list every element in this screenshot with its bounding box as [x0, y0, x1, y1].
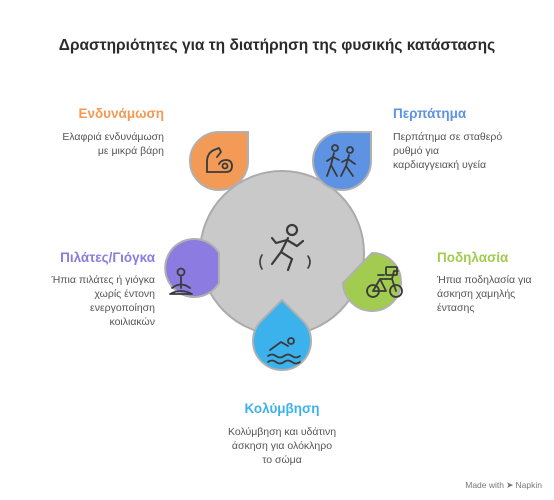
node-pilates [164, 238, 220, 298]
walking-people-icon [326, 144, 356, 177]
napkin-logo-icon: ➤ [505, 480, 514, 490]
label-strength: Ενδυνάμωση [78, 106, 164, 121]
page-title: Δραστηριότητες για τη διατήρηση της φυσι… [58, 37, 496, 54]
node-cycling [341, 251, 403, 312]
desc-strength: Ελαφριά ενδυνάμωση με μικρά βάρη [62, 131, 164, 157]
label-walking: Περπάτημα [393, 106, 467, 121]
swimmer-icon [267, 337, 301, 365]
flexed-arm-icon [206, 147, 233, 173]
label-swimming: Κολύμβηση [244, 401, 320, 416]
node-strength [189, 131, 249, 191]
running-person-icon [259, 223, 311, 272]
label-pilates: Πιλάτες/Γιόγκα [60, 250, 155, 265]
bicycle-icon [366, 266, 403, 298]
desc-pilates: Ήπια πιλάτες ή γιόγκα χωρίς έντονη ενεργ… [51, 274, 155, 328]
meditation-icon [169, 267, 193, 295]
desc-walking: Περπάτημα σε σταθερό ρυθμό για καρδιαγγε… [393, 131, 503, 171]
desc-cycling: Ήπια ποδηλασία για άσκηση χαμηλής ένταση… [437, 274, 532, 314]
desc-swimming: Κολύμβηση και υδάτινη άσκηση για ολόκληρ… [227, 426, 337, 466]
napkin-branding: Made with➤Napkin [465, 480, 542, 490]
node-swimming [252, 298, 312, 371]
label-cycling: Ποδηλασία [437, 250, 509, 265]
node-walking [312, 131, 372, 191]
